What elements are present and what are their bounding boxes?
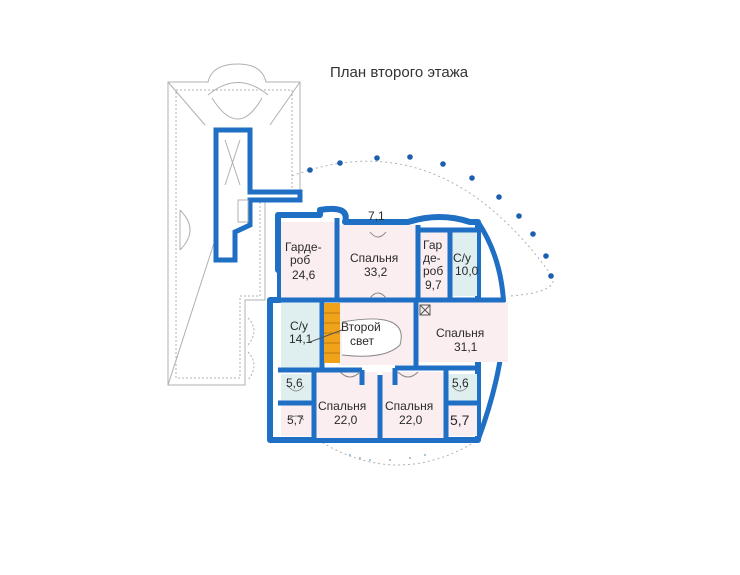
- room-label-bath-1: С/у: [453, 251, 471, 265]
- side-stair: [213, 127, 303, 263]
- room-area-bath-1: 10,0: [455, 264, 479, 278]
- shaft-markers: [419, 304, 431, 316]
- interior-walls: [278, 218, 505, 440]
- room-label-second-light-line1: Второй: [341, 320, 381, 334]
- staircase: [309, 303, 402, 363]
- room-area-bedroom-4: 22,0: [399, 413, 423, 427]
- plan-title: План второго этажа: [330, 64, 469, 81]
- room-labels: Гарде- роб 24,6 Спальня 33,2 Гар де- роб…: [285, 209, 484, 428]
- door-swings: [287, 231, 469, 421]
- room-label-bedroom-1: Спальня: [350, 251, 398, 265]
- room-label-wardrobe-1-line2: роб: [290, 253, 310, 267]
- room-area-closet-right: 5,6: [452, 376, 469, 390]
- room-area-bedroom-1: 33,2: [364, 265, 388, 279]
- room-label-wardrobe-1-line1: Гарде-: [285, 240, 322, 254]
- room-label-wardrobe-2-line3: роб: [423, 264, 443, 278]
- room-area-closet-left: 5,6: [286, 376, 303, 390]
- room-area-bedroom-2: 31,1: [454, 340, 478, 354]
- room-area-wardrobe-1: 24,6: [292, 268, 316, 282]
- room-area-bath-left: 5,7: [287, 413, 304, 427]
- room-label-bath-2: С/у: [290, 319, 308, 333]
- room-label-wardrobe-2-line1: Гар: [423, 238, 442, 252]
- room-label-wardrobe-2-line2: де-: [423, 251, 441, 265]
- balcony-arcs: [291, 160, 554, 466]
- room-label-bedroom-4: Спальня: [385, 399, 433, 413]
- balcony-posts: [307, 154, 554, 279]
- roof-outline: [167, 63, 301, 386]
- room-area-balcony: 7,1: [368, 209, 385, 223]
- balcony-floor: [349, 454, 426, 461]
- room-label-bedroom-3: Спальня: [318, 399, 366, 413]
- room-area-bath-2: 14,1: [289, 332, 313, 346]
- room-label-bedroom-2: Спальня: [436, 326, 484, 340]
- room-area-bedroom-3: 22,0: [334, 413, 358, 427]
- room-area-bath-right: 5,7: [450, 412, 470, 428]
- room-label-second-light-line2: свет: [350, 334, 375, 348]
- room-area-wardrobe-2: 9,7: [425, 278, 442, 292]
